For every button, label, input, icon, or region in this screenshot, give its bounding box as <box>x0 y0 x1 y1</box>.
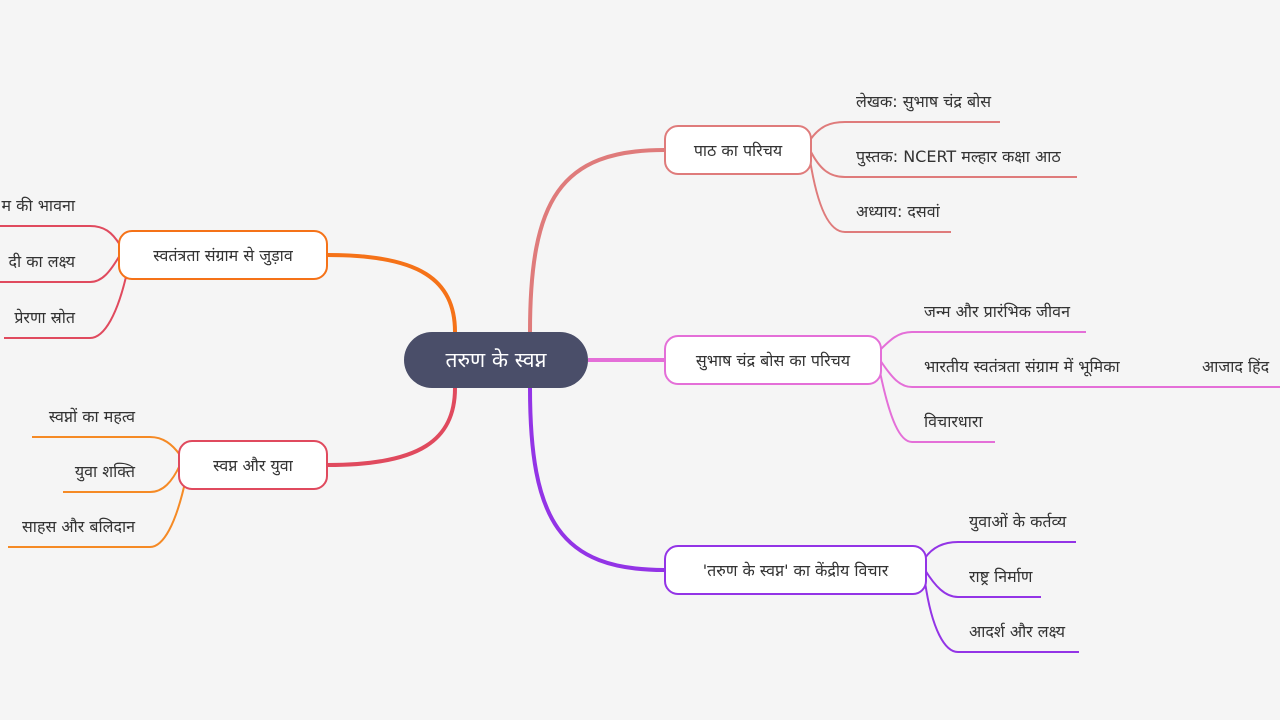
topic-bose-label: सुभाष चंद्र बोस का परिचय <box>695 351 851 370</box>
connector-dreams-leaf-3 <box>8 477 187 548</box>
connector-intro-leaf-3 <box>809 159 951 233</box>
connector-dreams-leaf-1 <box>32 436 181 456</box>
leaf-bose-early-life[interactable]: जन्म और प्रारंभिक जीवन <box>924 302 1070 321</box>
leaf-central-duties[interactable]: युवाओं के कर्तव्य <box>969 512 1067 531</box>
connector-central-leaf-2 <box>924 569 1041 598</box>
connector-freedom-leaf-3 <box>4 267 129 339</box>
leaf-bose-freedom-role[interactable]: भारतीय स्वतंत्रता संग्राम में भूमिका <box>924 357 1120 376</box>
topic-bose[interactable]: सुभाष चंद्र बोस का परिचय <box>664 335 882 385</box>
leaf-central-ideals[interactable]: आदर्श और लक्ष्य <box>969 622 1066 641</box>
connector-freedom-leaf-2 <box>0 254 121 283</box>
leaf-central-nation-building[interactable]: राष्ट्र निर्माण <box>969 567 1033 586</box>
central-topic[interactable]: तरुण के स्वप्न <box>404 332 588 388</box>
leaf-intro-author[interactable]: लेखक: सुभाष चंद्र बोस <box>856 92 992 111</box>
connector-central-leaf-1 <box>924 541 1076 559</box>
connector-bose-leaf-2 <box>879 359 1280 388</box>
connector-bose-leaf-3 <box>879 371 995 443</box>
leaf-intro-chapter[interactable]: अध्याय: दसवां <box>856 202 940 221</box>
connector-intro-leaf-2 <box>809 149 1077 178</box>
leaf-dreams-courage[interactable]: साहस और बलिदान <box>21 517 135 536</box>
connector-intro-leaf-1 <box>809 121 1000 141</box>
connector-bose-leaf-1 <box>879 331 1086 351</box>
connector-central-leaf-3 <box>924 581 1079 653</box>
topic-central-idea[interactable]: 'तरुण के स्वप्न' का केंद्रीय विचार <box>664 545 927 595</box>
connector-freedom-leaf-1 <box>0 225 121 246</box>
connector-intro <box>528 148 665 333</box>
leaf-freedom-spirit[interactable]: म की भावना <box>1 196 75 215</box>
topic-intro-label: पाठ का परिचय <box>693 141 783 160</box>
topic-dreams[interactable]: स्वप्न और युवा <box>178 440 328 490</box>
leaf-intro-book[interactable]: पुस्तक: NCERT मल्हार कक्षा आठ <box>856 147 1061 166</box>
leaf-bose-azad-hind[interactable]: आजाद हिंद <box>1202 357 1270 376</box>
topic-freedom-label: स्वतंत्रता संग्राम से जुड़ाव <box>153 246 293 265</box>
leaf-freedom-goal[interactable]: दी का लक्ष्य <box>8 252 76 271</box>
leaf-bose-ideology[interactable]: विचारधारा <box>924 412 983 431</box>
topic-intro[interactable]: पाठ का परिचय <box>664 125 812 175</box>
topic-freedom[interactable]: स्वतंत्रता संग्राम से जुड़ाव <box>118 230 328 280</box>
central-topic-label: तरुण के स्वप्न <box>445 348 547 372</box>
connector-central-idea <box>528 387 665 572</box>
connector-dreams <box>327 387 457 467</box>
leaf-dreams-importance[interactable]: स्वप्नों का महत्व <box>48 407 135 426</box>
leaf-dreams-youth-power[interactable]: युवा शक्ति <box>74 462 135 481</box>
topic-dreams-label: स्वप्न और युवा <box>213 456 293 475</box>
connector-dreams-leaf-2 <box>63 464 181 493</box>
topic-central-idea-label: 'तरुण के स्वप्न' का केंद्रीय विचार <box>702 561 889 580</box>
leaf-freedom-inspiration[interactable]: प्रेरणा स्रोत <box>14 308 75 327</box>
connector-freedom <box>327 253 457 333</box>
